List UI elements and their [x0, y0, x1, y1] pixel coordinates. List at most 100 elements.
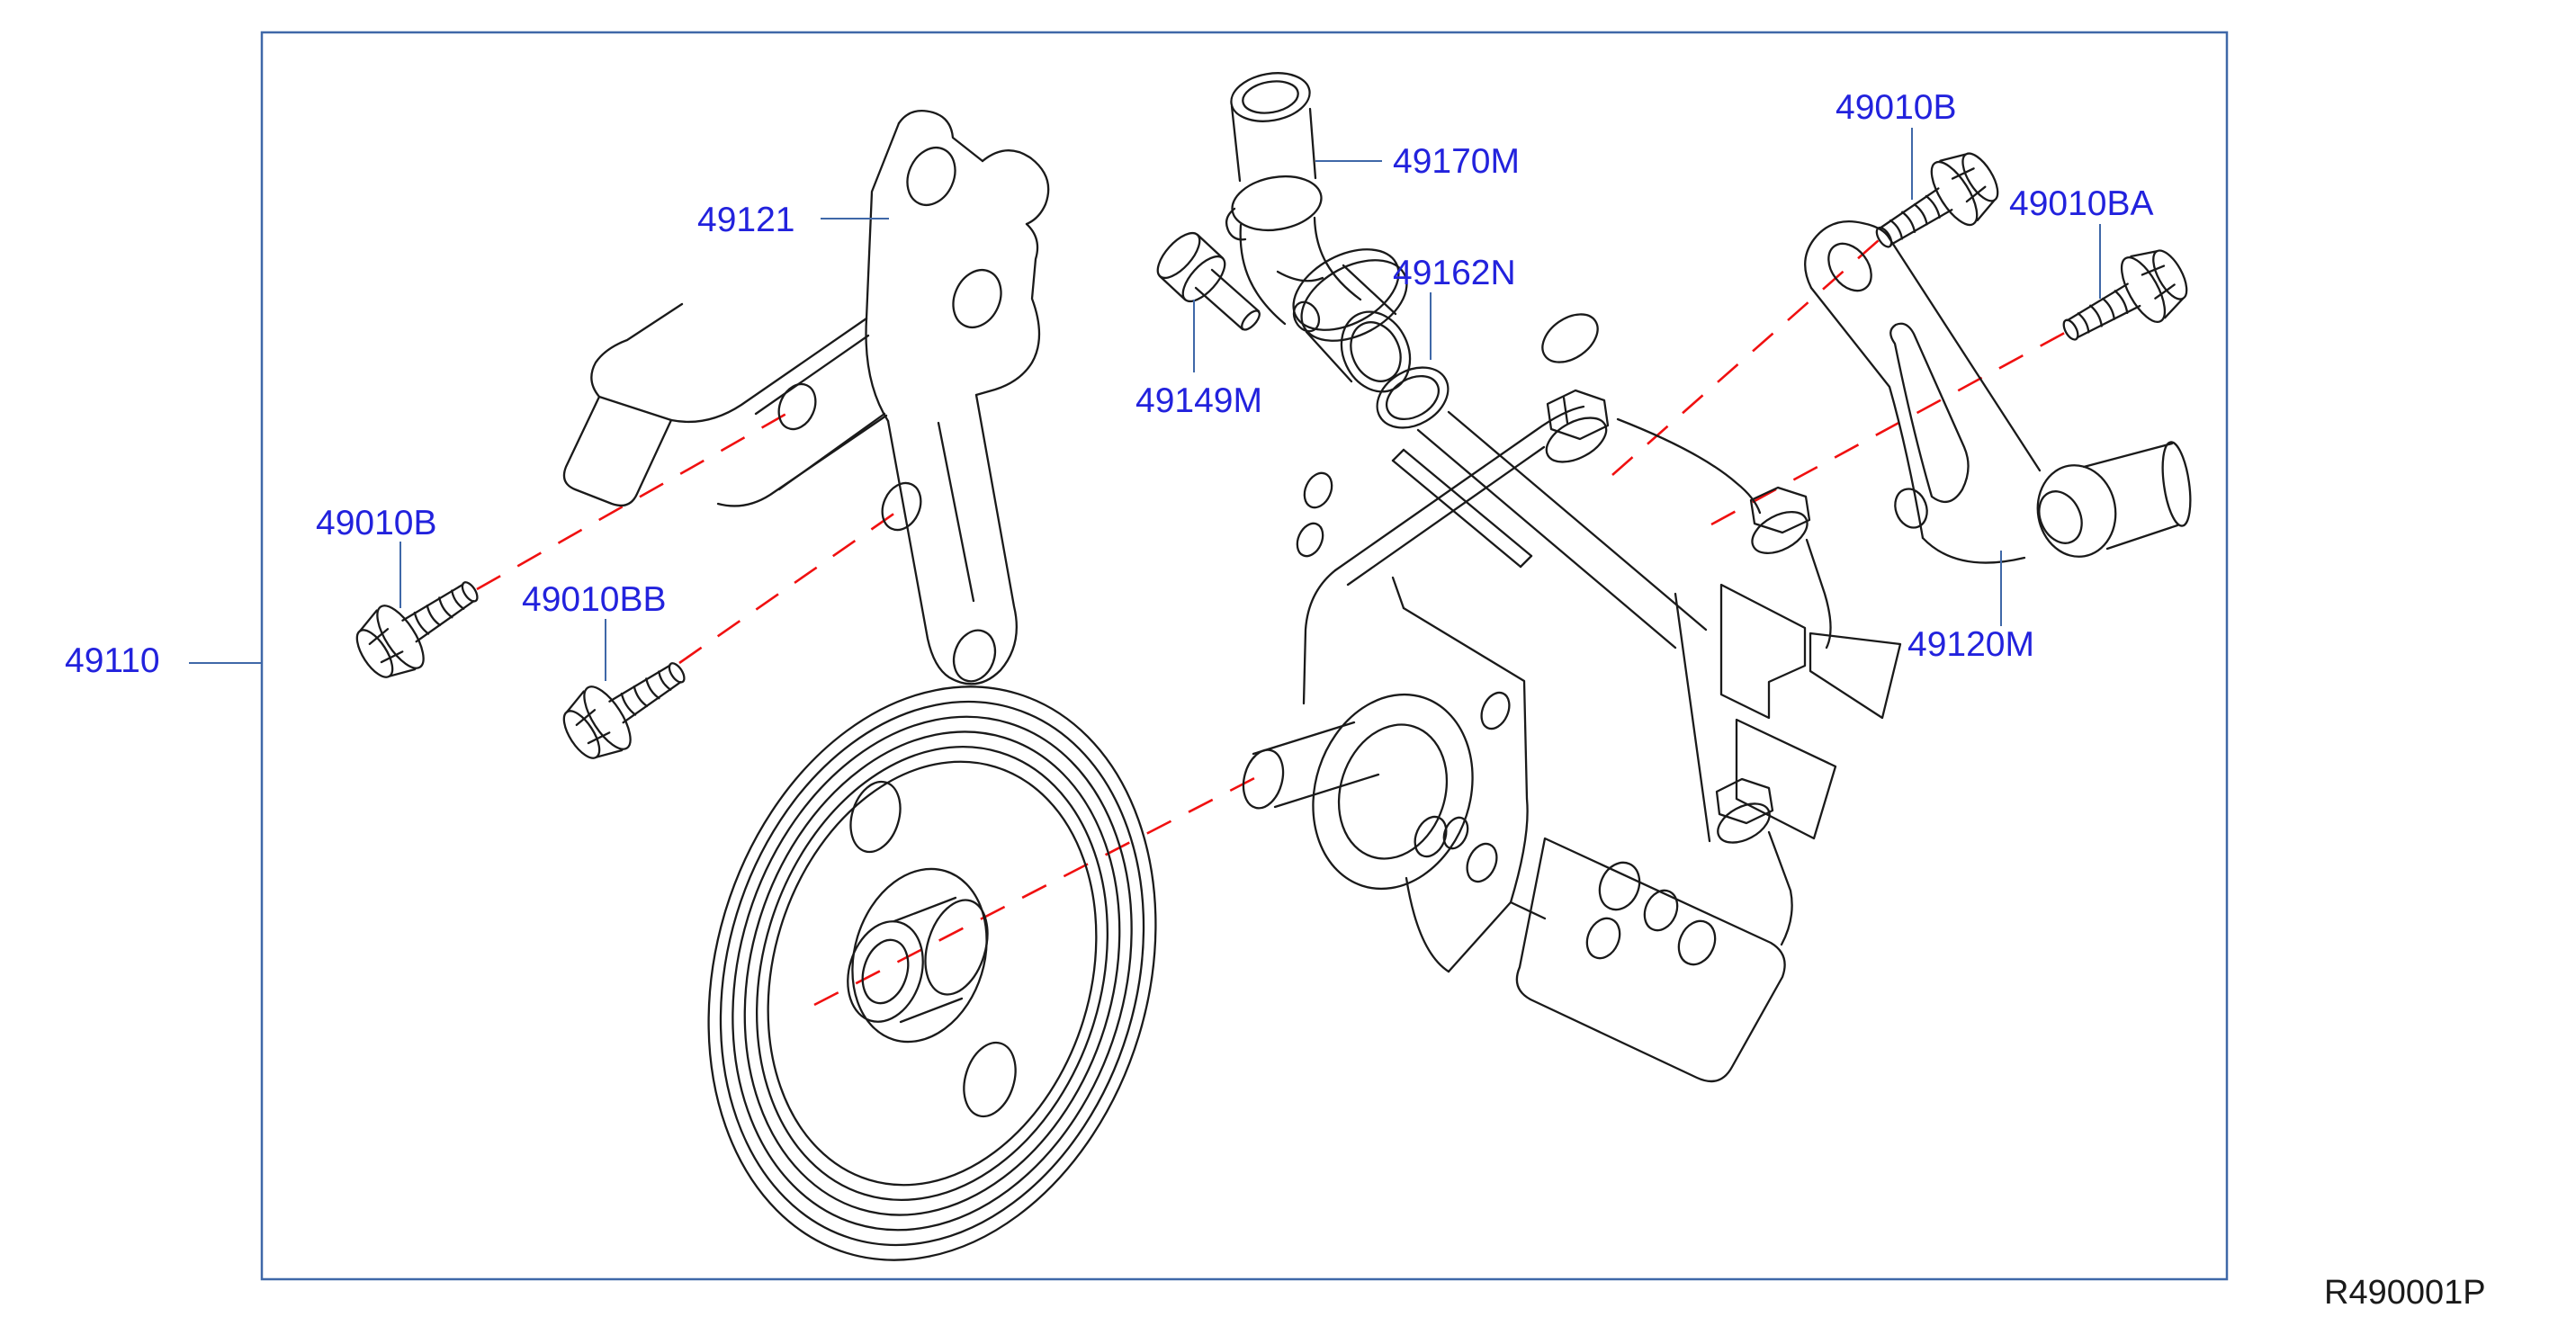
bracket-bushing-end: [2161, 441, 2192, 527]
drawing-line: [1276, 270, 1324, 282]
part-drawing-tube-49170m: [1225, 72, 1412, 393]
bracket-hole: [1894, 488, 1928, 529]
tube-port-bore: [1350, 321, 1402, 382]
part-drawing-bracket-49120m: [1804, 220, 2192, 564]
part-drawing-oring-49162n: [1376, 366, 1450, 429]
pump-plate-hole: [1466, 842, 1498, 883]
part-label-49162n[interactable]: 49162N: [1393, 254, 1516, 292]
bolt-tip: [1241, 309, 1261, 331]
pump-foot-hole: [1598, 861, 1641, 911]
pump-plate-hole: [1442, 816, 1469, 850]
part-drawing-pump-body: [1242, 313, 1902, 1083]
drawing-line: [1252, 721, 1356, 756]
drawing-line: [899, 997, 964, 1024]
part-label-49010ba[interactable]: 49010BA: [2009, 184, 2153, 223]
drawing-line: [981, 149, 1050, 226]
part-drawing-bolt-49010ba: [2047, 237, 2199, 365]
pump-plate-hole: [1296, 522, 1324, 558]
part-label-49010b-right[interactable]: 49010B: [1836, 88, 1956, 127]
diagram-border: [260, 31, 2229, 1281]
part-label-49121[interactable]: 49121: [697, 201, 794, 239]
drawing-line: [1886, 234, 2042, 472]
tube-flange-edge: [1300, 259, 1408, 342]
drawing-line: [1391, 459, 1522, 569]
drawing-line: [1346, 445, 1546, 587]
drawing-line: [1921, 536, 2026, 564]
drawing-line: [1333, 405, 1585, 572]
drawing-line: [1194, 286, 1244, 331]
drawing-line: [1210, 268, 1261, 313]
pulley-cutout: [849, 780, 902, 854]
axis-line-bolt-49010b-left: [476, 405, 800, 591]
pump-fin: [1719, 583, 1807, 720]
drawing-line: [1519, 554, 1533, 569]
drawing-line: [2105, 524, 2179, 551]
part-label-49170m[interactable]: 49170M: [1393, 142, 1520, 181]
drawing-line: [1674, 592, 1711, 843]
drawing-line: [893, 896, 957, 923]
pump-bolt-head: [1546, 389, 1610, 441]
drawing-line: [1342, 264, 1397, 316]
axis-line-bolt-49010ba: [1710, 327, 2072, 526]
axis-line-pulley-shaft: [813, 774, 1261, 1007]
part-label-49149m[interactable]: 49149M: [1135, 381, 1262, 420]
part-drawing-bolt-49010b-right: [1859, 139, 2011, 273]
pulley-cutout: [963, 1041, 1017, 1118]
drawing-line: [974, 222, 1041, 397]
drawing-line: [1402, 606, 1529, 973]
drawing-line: [754, 334, 870, 416]
part-label-49010bb[interactable]: 49010BB: [522, 580, 666, 619]
drawing-line: [1767, 830, 1793, 946]
pump-foot-hole: [1585, 917, 1621, 960]
pulley-groove: [755, 746, 1109, 1201]
assembly-axis-lines: [476, 239, 2072, 1007]
part-drawing-bracket-49121: [562, 109, 1050, 685]
pump-bolt-head: [1749, 486, 1811, 534]
drawing-line: [597, 395, 673, 422]
bracket-cutout: [1889, 322, 1970, 504]
part-drawing-bolt-49010bb: [551, 638, 703, 773]
part-label-49120m[interactable]: 49120M: [1907, 625, 2034, 664]
pump-bolt-flange: [1751, 511, 1809, 554]
tube-bore: [1242, 80, 1299, 114]
drawing-line: [1805, 538, 1832, 650]
axis-line-bolt-49010bb: [678, 511, 896, 665]
pump-fin: [1735, 718, 1837, 840]
drawing-line: [1447, 410, 1708, 632]
drawing-line: [937, 421, 975, 603]
drawing-line: [1405, 876, 1450, 973]
bracket-hole: [881, 481, 922, 532]
part-label-49110[interactable]: 49110: [65, 641, 160, 680]
oring-outer: [1376, 366, 1450, 429]
pump-fin: [1809, 632, 1902, 720]
pump-bolt-head: [1715, 777, 1774, 825]
pump-plate-hole: [1303, 471, 1333, 509]
drawing-line: [1225, 207, 1247, 241]
drawing-line: [1305, 330, 1353, 383]
drawing-line: [1402, 448, 1533, 558]
drawing-line: [669, 317, 868, 424]
drawing-line: [1313, 216, 1362, 301]
drawing-line: [777, 412, 886, 491]
drawing-line: [1809, 286, 1925, 540]
pump-shaft-boss-inner: [1337, 723, 1449, 860]
part-drawing-bolt-49149m: [1156, 231, 1261, 331]
part-label-49010b-left[interactable]: 49010B: [316, 504, 436, 542]
tube-opening: [1230, 72, 1311, 122]
pulley-groove: [743, 730, 1121, 1216]
tube-collar: [1231, 175, 1323, 232]
pulley-groove: [719, 700, 1145, 1247]
tube-flange-hole: [1292, 300, 1321, 333]
drawing-line: [1230, 104, 1242, 183]
part-drawing-bolt-49010b-left: [344, 557, 496, 692]
part-drawing-pulley: [707, 685, 1157, 1261]
bracket-bushing: [2036, 464, 2117, 558]
drawing-line: [1302, 569, 1337, 705]
drawing-line: [886, 393, 1018, 685]
pulley-hub-rear: [924, 899, 989, 996]
bracket-hole: [952, 269, 1002, 328]
drawing-line: [865, 121, 901, 423]
oring-inner: [1386, 374, 1440, 421]
